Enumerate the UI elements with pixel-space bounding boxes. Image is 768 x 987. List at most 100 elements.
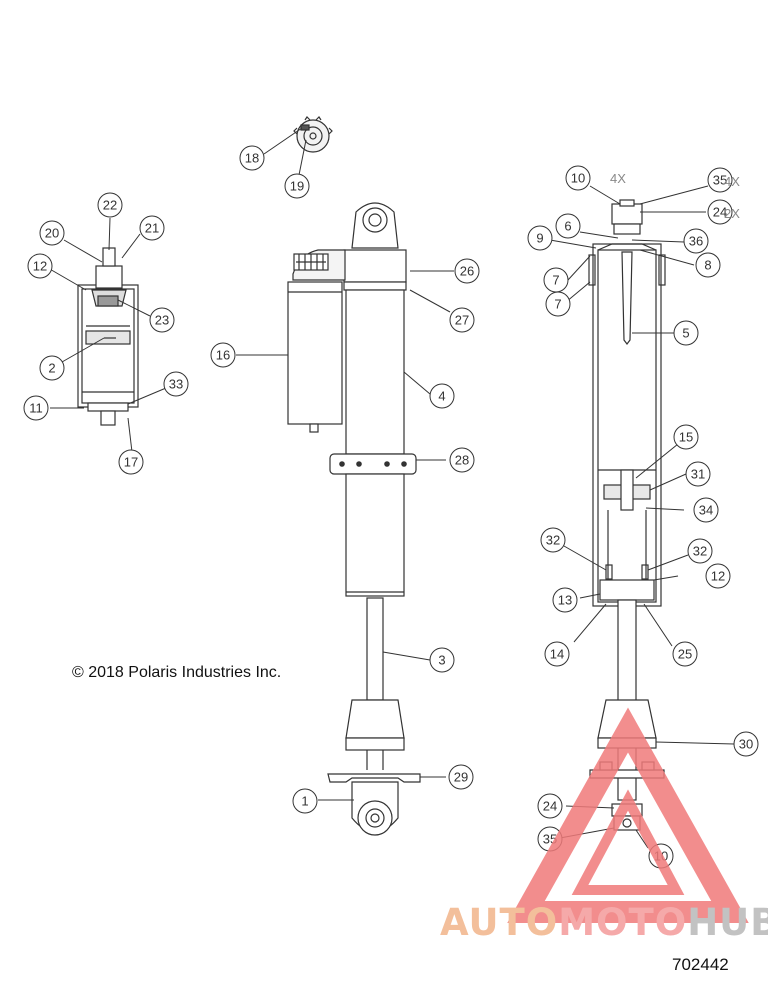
callout-18: 18	[239, 145, 265, 171]
callout-circle	[545, 291, 571, 317]
callout-number: 29	[454, 770, 468, 785]
callout-circle	[139, 215, 165, 241]
callout-circle	[448, 764, 474, 790]
callout-9: 9	[527, 225, 553, 251]
watermark-moto: MOTO	[558, 901, 687, 944]
callout-circle	[527, 225, 553, 251]
callout-number: 23	[155, 313, 169, 328]
callout-number: 5	[682, 326, 689, 341]
reservoir-cross-section	[77, 247, 139, 426]
qty-label-item-10: 4X	[610, 171, 626, 186]
callout-number: 15	[679, 430, 693, 445]
callout-number: 18	[245, 151, 259, 166]
callout-circle	[429, 383, 455, 409]
watermark-logo: AUTOMOTOHUB	[440, 707, 768, 944]
callout-8: 8	[695, 252, 721, 278]
callout-24: 24	[537, 793, 563, 819]
callout-number: 28	[455, 453, 469, 468]
callout-24: 24	[707, 199, 733, 225]
callout-number: 7	[554, 297, 561, 312]
callout-19: 19	[284, 173, 310, 199]
callout-32: 32	[540, 527, 566, 553]
callout-4: 4	[429, 383, 455, 409]
callout-circle	[555, 213, 581, 239]
callout-number: 35	[713, 173, 727, 188]
callout-circle	[540, 527, 566, 553]
callout-35: 35	[707, 167, 733, 193]
callout-circle	[693, 497, 719, 523]
callout-number: 8	[704, 258, 711, 273]
callout-number: 7	[552, 273, 559, 288]
center-shock-assembly	[287, 202, 421, 836]
callout-number: 2	[48, 361, 55, 376]
callout-34: 34	[693, 497, 719, 523]
callout-number: 27	[455, 313, 469, 328]
callout-circle	[565, 165, 591, 191]
callout-number: 1	[301, 794, 308, 809]
callout-circle	[683, 228, 709, 254]
figure-number: 702442	[672, 955, 729, 974]
callout-circle	[685, 461, 711, 487]
callout-circle	[687, 538, 713, 564]
callout-number: 32	[546, 533, 560, 548]
callout-number: 30	[739, 737, 753, 752]
callout-number: 21	[145, 221, 159, 236]
callout-10: 10	[565, 165, 591, 191]
callout-33: 33	[163, 371, 189, 397]
copyright-notice: © 2018 Polaris Industries Inc.	[72, 664, 282, 681]
callout-13: 13	[552, 587, 578, 613]
callout-circle	[23, 395, 49, 421]
callout-circle	[695, 252, 721, 278]
callout-22: 22	[97, 192, 123, 218]
callout-23: 23	[149, 307, 175, 333]
callout-number: 14	[550, 647, 564, 662]
callout-number: 20	[45, 226, 59, 241]
callout-number: 10	[571, 171, 585, 186]
callout-16: 16	[210, 342, 236, 368]
callout-circle	[552, 587, 578, 613]
callout-circle	[544, 641, 570, 667]
callout-number: 24	[543, 799, 557, 814]
callout-circle	[149, 307, 175, 333]
callout-circle	[284, 173, 310, 199]
callout-number: 13	[558, 593, 572, 608]
callout-1: 1	[292, 788, 318, 814]
svg-text:AUTOMOTOHUB: AUTOMOTOHUB	[440, 901, 768, 944]
callout-17: 17	[118, 449, 144, 475]
callout-21: 21	[139, 215, 165, 241]
callout-number: 16	[216, 348, 230, 363]
callout-number: 19	[290, 179, 304, 194]
callout-circle	[429, 647, 455, 673]
callout-number: 17	[124, 455, 138, 470]
callout-circle	[707, 199, 733, 225]
callout-circle	[449, 307, 475, 333]
callout-circle	[118, 449, 144, 475]
callout-circle	[292, 788, 318, 814]
callout-25: 25	[672, 641, 698, 667]
callout-circle	[705, 563, 731, 589]
callout-circle	[673, 320, 699, 346]
callout-36: 36	[683, 228, 709, 254]
callout-number: 3	[438, 653, 445, 668]
callout-12: 12	[27, 253, 53, 279]
callout-12: 12	[705, 563, 731, 589]
callout-number: 12	[33, 259, 47, 274]
callout-32: 32	[687, 538, 713, 564]
callout-number: 11	[29, 401, 43, 416]
callout-circle	[537, 793, 563, 819]
callout-15: 15	[673, 424, 699, 450]
callout-number: 24	[713, 205, 727, 220]
callout-circle	[163, 371, 189, 397]
callout-circle	[27, 253, 53, 279]
callout-2: 2	[39, 355, 65, 381]
leader-lines	[47, 127, 735, 849]
callout-number: 33	[169, 377, 183, 392]
callout-number: 31	[691, 467, 705, 482]
callout-30: 30	[733, 731, 759, 757]
callout-circle	[449, 447, 475, 473]
callout-number: 36	[689, 234, 703, 249]
callout-number: 26	[460, 264, 474, 279]
